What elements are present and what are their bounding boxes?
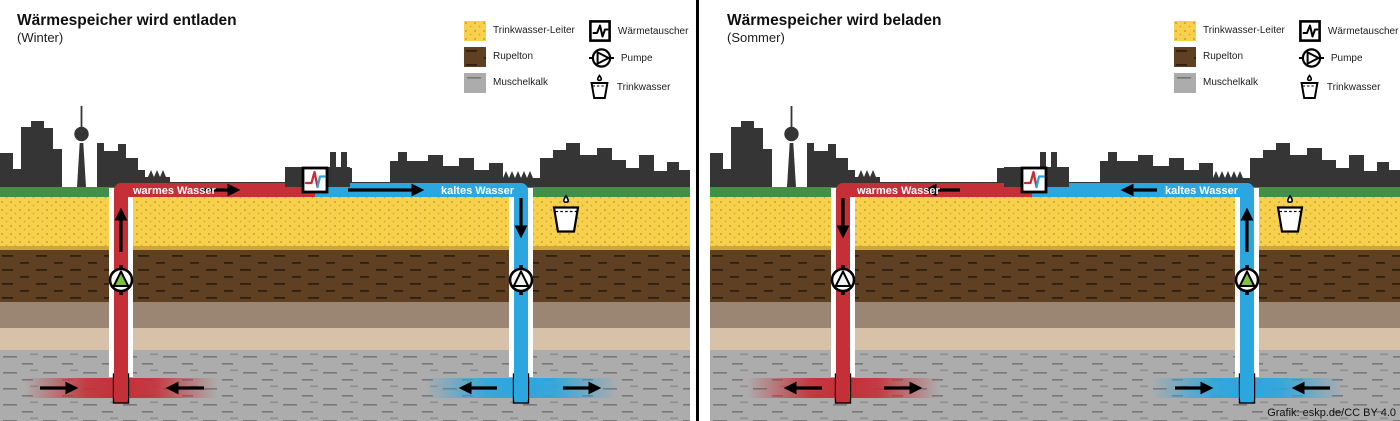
layer-silt	[0, 302, 690, 328]
legend-label: Wärmetauscher	[1327, 25, 1399, 37]
cold-pipe-label: kaltes Wasser	[441, 185, 515, 197]
scene-winter: warmes Wasser kaltes Wasser	[0, 106, 690, 421]
cold-water-pipe	[1032, 183, 1254, 400]
tv-tower-icon	[784, 106, 799, 187]
legend-row: Trinkwasser	[1299, 74, 1399, 100]
panel-title: Wärmespeicher wird beladen	[727, 12, 942, 29]
heat-exchanger-icon	[301, 166, 329, 194]
panel-title-block: Wärmespeicher wird entladen (Winter)	[17, 11, 237, 47]
legend-symbol-column: Wärmetauscher Pumpe Tr	[588, 20, 689, 100]
heat-exchanger-icon	[1298, 20, 1321, 42]
legend-swatch-rupelton	[1174, 46, 1196, 67]
panel-winter: Wärmespeicher wird entladen (Winter) Tri…	[0, 0, 690, 421]
legend-label: Wärmetauscher	[617, 25, 689, 37]
layer-sand-base-line	[710, 246, 1400, 250]
legend: Trinkwasser-Leiter Rupelton Muschelkalk	[1174, 20, 1398, 100]
legend-label: Trinkwasser-Leiter	[493, 25, 575, 36]
scene-sommer: warmes Wasser kaltes Wasser	[710, 106, 1400, 421]
flow-arrows	[783, 183, 1330, 395]
warm-water-pipe	[114, 183, 315, 400]
panel-divider	[696, 0, 699, 421]
legend: Trinkwasser-Leiter Rupelton Muschelkalk	[464, 20, 688, 100]
panel-title-block: Wärmespeicher wird beladen (Sommer)	[727, 11, 942, 47]
layer-rupelton	[0, 250, 690, 302]
flow-arrows	[40, 183, 602, 395]
legend-label: Trinkwasser-Leiter	[1203, 25, 1285, 36]
warm-pipe-label: warmes Wasser	[856, 185, 940, 197]
panel-sommer: Wärmespeicher wird beladen (Sommer) Trin…	[710, 0, 1400, 421]
legend-swatch-sand	[464, 20, 486, 41]
legend-label: Rupelton	[1203, 51, 1244, 62]
legend-label: Trinkwasser	[616, 81, 671, 93]
city-skyline	[710, 121, 1400, 187]
cold-pipe-label: kaltes Wasser	[1165, 185, 1239, 197]
warm-well-pump-icon	[830, 265, 856, 295]
legend-row: Wärmetauscher	[588, 20, 689, 42]
legend-label: Pumpe	[1330, 52, 1363, 64]
legend-swatch-rupelton	[464, 46, 486, 67]
legend-row: Muschelkalk	[1174, 72, 1285, 93]
city-skyline	[0, 121, 690, 187]
legend-row: Wärmetauscher	[1298, 20, 1399, 42]
legend-swatch-muschelkalk	[1174, 72, 1196, 93]
drinking-water-bucket-icon	[1276, 194, 1304, 233]
legend-row: Muschelkalk	[464, 72, 575, 93]
drinking-water-bucket-icon	[1300, 74, 1319, 99]
legend-label: Pumpe	[620, 52, 653, 64]
legend-swatch-muschelkalk	[464, 72, 486, 93]
cold-well-pump-icon	[1234, 265, 1260, 295]
layer-sand-base-line	[0, 246, 690, 250]
panel-subtitle: (Winter)	[17, 30, 64, 46]
cold-well-pump-icon	[508, 265, 534, 295]
legend-row: Pumpe	[1298, 47, 1399, 69]
layer-trinkwasser-leiter	[0, 197, 690, 246]
warm-pipe-label: warmes Wasser	[132, 185, 216, 197]
pump-icon	[1298, 48, 1324, 68]
legend-label: Trinkwasser	[1326, 81, 1381, 93]
legend-row: Rupelton	[1174, 46, 1285, 67]
credit-text: Grafik: eskp.de/CC BY 4.0	[1267, 407, 1396, 419]
warm-well-pump-icon	[108, 265, 134, 295]
legend-row: Rupelton	[464, 46, 575, 67]
pump-icon	[588, 48, 614, 68]
layer-silt	[710, 302, 1400, 328]
legend-label: Rupelton	[493, 51, 534, 62]
legend-layer-column: Trinkwasser-Leiter Rupelton Muschelkalk	[464, 20, 575, 100]
legend-row: Trinkwasser	[589, 74, 689, 100]
panel-title: Wärmespeicher wird entladen	[17, 12, 237, 29]
legend-swatch-sand	[1174, 20, 1196, 41]
legend-row: Trinkwasser-Leiter	[464, 20, 575, 41]
legend-layer-column: Trinkwasser-Leiter Rupelton Muschelkalk	[1174, 20, 1285, 100]
legend-label: Muschelkalk	[493, 77, 549, 88]
legend-row: Pumpe	[588, 47, 689, 69]
legend-symbol-column: Wärmetauscher Pumpe Tr	[1298, 20, 1399, 100]
legend-label: Muschelkalk	[1203, 77, 1259, 88]
heat-exchanger-icon	[1020, 166, 1048, 194]
warm-water-pipe	[836, 183, 1032, 400]
layer-sandstone	[0, 328, 690, 350]
legend-row: Trinkwasser-Leiter	[1174, 20, 1285, 41]
drinking-water-bucket-icon	[552, 194, 580, 233]
heat-exchanger-icon	[588, 20, 611, 42]
panel-subtitle: (Sommer)	[727, 30, 785, 46]
layer-sandstone	[710, 328, 1400, 350]
drinking-water-bucket-icon	[590, 74, 609, 99]
layer-rupelton	[710, 250, 1400, 302]
tv-tower-icon	[74, 106, 89, 187]
